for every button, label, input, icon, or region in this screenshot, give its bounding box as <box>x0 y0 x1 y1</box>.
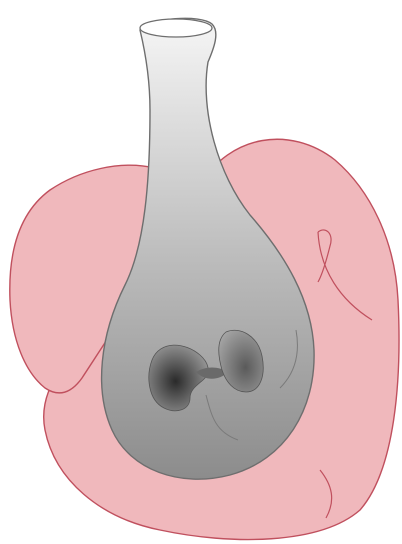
sac-opening <box>140 19 212 37</box>
